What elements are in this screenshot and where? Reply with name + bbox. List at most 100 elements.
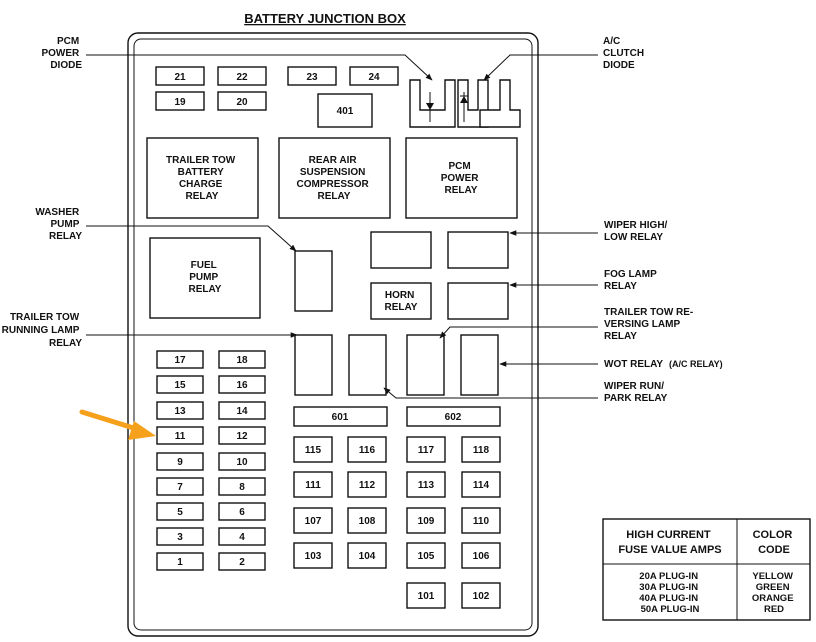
svg-text:23: 23 xyxy=(306,72,318,83)
fuse-13: 13 xyxy=(156,401,204,420)
fuse-11: 11 xyxy=(156,426,204,445)
svg-text:TRAILER TOW RE- VERSING: TRAILER TOW RE- VERSING LAMP RELAY xyxy=(604,307,696,342)
fuse-102: 102 xyxy=(461,582,501,609)
svg-text:102: 102 xyxy=(473,591,490,602)
ac-clutch-diode-symbol xyxy=(460,96,468,103)
svg-text:A/C CLUTCH DIODE: A/C CLUTCH DIODE xyxy=(603,36,647,71)
svg-text:113: 113 xyxy=(418,480,435,491)
fuse-116: 116 xyxy=(347,436,387,463)
svg-text:112: 112 xyxy=(359,480,376,491)
callout-washer-pump-relay: WASHER PUMP RELAY xyxy=(35,207,297,252)
svg-text:117: 117 xyxy=(418,445,435,456)
fuse-105: 105 xyxy=(406,542,446,569)
fuse-7: 7 xyxy=(156,477,204,496)
fuse-106: 106 xyxy=(461,542,501,569)
svg-text:7: 7 xyxy=(177,482,183,493)
highlight-arrow xyxy=(79,409,156,440)
svg-text:12: 12 xyxy=(236,431,248,442)
svg-text:5: 5 xyxy=(177,507,183,518)
svg-text:HORN RELAY: HORN RELAY xyxy=(385,290,418,313)
svg-text:108: 108 xyxy=(359,516,376,527)
svg-text:20: 20 xyxy=(236,97,248,108)
svg-text:21: 21 xyxy=(174,72,186,83)
callout-wiper-high-low-relay: WIPER HIGH/ LOW RELAY xyxy=(509,220,668,243)
relay-horn: HORN RELAY xyxy=(370,282,432,320)
svg-text:19: 19 xyxy=(174,97,186,108)
svg-text:10: 10 xyxy=(236,457,248,468)
fuse-114: 114 xyxy=(461,471,501,498)
svg-text:1: 1 xyxy=(177,557,183,568)
callout-fog-lamp-relay: FOG LAMP RELAY xyxy=(509,269,659,292)
svg-text:WIPER RUN/ PARK RELAY: WIPER RUN/ PARK RELAY xyxy=(604,381,668,404)
svg-text:601: 601 xyxy=(332,412,349,423)
svg-text:PCM POWER DIODE: PCM POWER DIODE xyxy=(41,36,82,71)
fuse-22: 22 xyxy=(217,66,267,86)
fuse-602: 602 xyxy=(406,406,501,427)
relay-wiper-high-low xyxy=(447,231,509,269)
svg-text:15: 15 xyxy=(174,380,186,391)
svg-text:111: 111 xyxy=(305,480,321,491)
legend-header-color-code: COLOR CODE xyxy=(753,529,796,556)
fuse-23: 23 xyxy=(287,66,337,86)
fuse-110: 110 xyxy=(461,507,501,534)
svg-text:6: 6 xyxy=(239,507,245,518)
callout-wiper-run-park-relay: WIPER RUN/ PARK RELAY xyxy=(383,381,668,404)
svg-text:602: 602 xyxy=(445,412,462,423)
fuse-6: 6 xyxy=(218,502,266,521)
svg-text:14: 14 xyxy=(236,406,248,417)
fuse-109: 109 xyxy=(406,507,446,534)
svg-text:2: 2 xyxy=(239,557,245,568)
fuse-15: 15 xyxy=(156,375,204,394)
fuse-4: 4 xyxy=(218,527,266,546)
fuse-1: 1 xyxy=(156,552,204,571)
fuse-20: 20 xyxy=(217,91,267,111)
svg-text:16: 16 xyxy=(236,380,248,391)
legend-values: 20A PLUG-IN 30A PLUG-IN 40A PLUG-IN 50A … xyxy=(639,571,700,615)
relay-fuel-pump: FUEL PUMP RELAY xyxy=(149,237,261,319)
svg-text:401: 401 xyxy=(337,106,354,117)
callout-wot-relay: WOT RELAY (A/C RELAY) xyxy=(499,359,723,370)
svg-text:105: 105 xyxy=(418,551,435,562)
svg-text:WOT RELAY: WOT RELAY xyxy=(604,359,663,370)
fuse-103: 103 xyxy=(293,542,333,569)
svg-text:116: 116 xyxy=(359,445,376,456)
fuse-21: 21 xyxy=(155,66,205,86)
svg-text:PCM POWER RELAY: PCM POWER RELAY xyxy=(441,161,482,196)
fuse-111: 111 xyxy=(293,471,333,498)
fuse-2: 2 xyxy=(218,552,266,571)
svg-text:TRAILER TOW RUNNING LAMP: TRAILER TOW RUNNING LAMP RELAY xyxy=(2,312,83,349)
svg-text:FUEL PUMP RELAY: FUEL PUMP RELAY xyxy=(189,260,222,295)
svg-text:WASHER PUMP RELAY: WASHER PUMP RELAY xyxy=(35,207,82,242)
svg-text:9: 9 xyxy=(177,457,183,468)
svg-text:FOG LAMP RELAY: FOG LAMP RELAY xyxy=(604,269,659,292)
svg-text:110: 110 xyxy=(473,516,490,527)
svg-text:18: 18 xyxy=(236,355,248,366)
fuse-color-legend: HIGH CURRENT FUSE VALUE AMPS COLOR CODE … xyxy=(602,518,811,621)
svg-text:103: 103 xyxy=(305,551,322,562)
svg-text:118: 118 xyxy=(473,445,490,456)
fuse-10: 10 xyxy=(218,452,266,471)
svg-text:17: 17 xyxy=(174,355,186,366)
relay-trailer-tow-reversing-lamp xyxy=(406,334,445,396)
fuse-8: 8 xyxy=(218,477,266,496)
relay-fog-lamp xyxy=(447,282,509,320)
callout-trailer-tow-running-lamp-relay: TRAILER TOW RUNNING LAMP RELAY xyxy=(2,312,298,349)
callout-pcm-power-diode: PCM POWER DIODE xyxy=(41,36,433,81)
svg-text:TRAILER TOW BATTERY: TRAILER TOW BATTERY CHARGE RELAY xyxy=(166,155,238,202)
fuse-118: 118 xyxy=(461,436,501,463)
fuse-9: 9 xyxy=(156,452,204,471)
fuse-14: 14 xyxy=(218,401,266,420)
fuse-3: 3 xyxy=(156,527,204,546)
relay-washer-pump xyxy=(294,250,333,312)
fuse-5: 5 xyxy=(156,502,204,521)
relay-trailer-tow-battery-charge: TRAILER TOW BATTERY CHARGE RELAY xyxy=(146,137,259,219)
fuse-401: 401 xyxy=(317,93,373,128)
svg-text:22: 22 xyxy=(236,72,248,83)
callout-trailer-tow-reversing-lamp-relay: TRAILER TOW RE- VERSING LAMP RELAY xyxy=(439,307,696,342)
callout-ac-clutch-diode: A/C CLUTCH DIODE xyxy=(483,36,647,81)
fuse-107: 107 xyxy=(293,507,333,534)
svg-text:104: 104 xyxy=(359,551,376,562)
svg-text:(A/C RELAY): (A/C RELAY) xyxy=(669,359,723,369)
svg-text:11: 11 xyxy=(175,431,186,442)
fuse-18: 18 xyxy=(218,350,266,369)
